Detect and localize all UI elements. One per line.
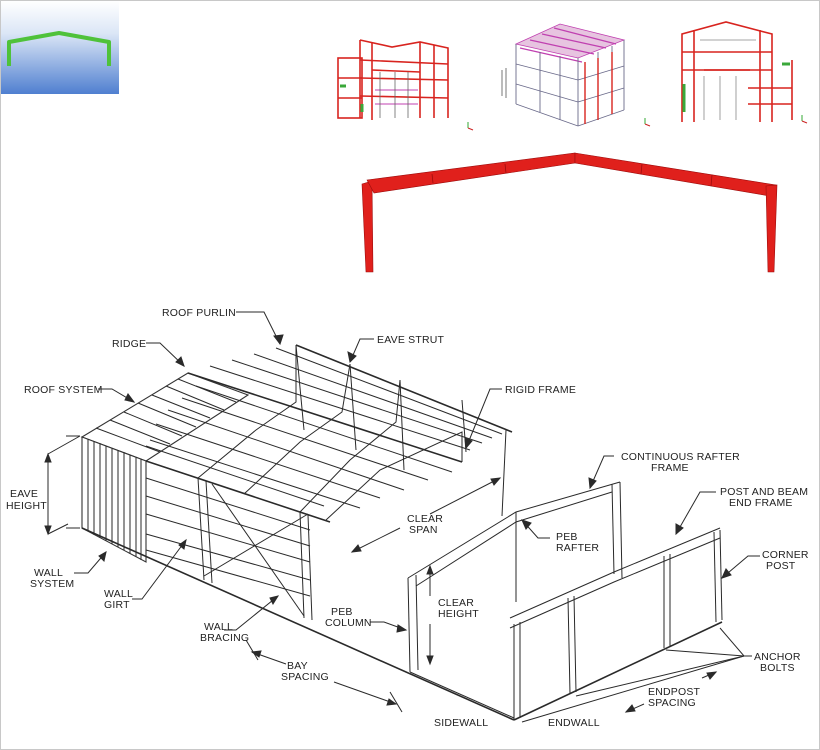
label-endpost-spacing: SPACING <box>648 697 696 709</box>
label-anchor: ANCHOR <box>754 651 801 663</box>
endwall-frame <box>509 527 723 720</box>
endpost-spacing-dimension <box>624 671 718 713</box>
leader-lines <box>74 311 760 723</box>
label-continuous-rafter: CONTINUOUS RAFTER <box>621 451 740 463</box>
diagram-labels: ROOF PURLIN RIDGE EAVE STRUT ROOF SYSTEM… <box>6 307 809 729</box>
label-span: SPAN <box>409 524 438 536</box>
label-clear-height-1: CLEAR <box>438 597 474 609</box>
axis-marker-icon <box>467 115 808 131</box>
label-ridge: RIDGE <box>112 338 146 350</box>
label-rigid-frame: RIGID FRAME <box>505 384 576 396</box>
label-eave-height: HEIGHT <box>6 500 47 512</box>
label-peb-column-2: COLUMN <box>325 617 372 629</box>
label-endpost: ENDPOST <box>648 686 701 698</box>
label-post-and-beam: POST AND BEAM <box>720 486 808 498</box>
label-wall-bracing-2: BRACING <box>200 632 249 644</box>
label-peb: PEB <box>556 531 578 543</box>
label-post: POST <box>766 560 796 572</box>
rigid-frames <box>197 344 507 521</box>
label-end-frame: END FRAME <box>729 497 793 509</box>
wall-bracing <box>203 483 309 617</box>
steel-building-model-1-icon <box>337 39 449 120</box>
label-wall-system-1: WALL <box>34 567 63 579</box>
label-continuous-rafter-frame: FRAME <box>651 462 689 474</box>
sidewall-columns <box>197 477 313 621</box>
clear-span-dimension <box>350 477 502 553</box>
eave-height-dimension <box>44 435 81 536</box>
label-wall-girt-1: WALL <box>104 588 133 600</box>
label-clear: CLEAR <box>407 513 443 525</box>
label-rafter: RAFTER <box>556 542 599 554</box>
peb-column-frame <box>407 481 623 673</box>
sidewall-base-line <box>81 527 515 721</box>
label-peb-column-1: PEB <box>331 606 353 618</box>
label-roof-system: ROOF SYSTEM <box>24 384 103 396</box>
label-corner: CORNER <box>762 549 809 561</box>
label-roof-purlin: ROOF PURLIN <box>162 307 236 319</box>
label-wall-girt-2: GIRT <box>104 599 130 611</box>
ridge-line <box>187 372 463 463</box>
steel-building-model-2-icon <box>501 23 626 127</box>
label-bolts: BOLTS <box>760 662 795 674</box>
label-eave-strut: EAVE STRUT <box>377 334 445 346</box>
portal-frame-thumbnail <box>1 1 119 94</box>
eave-strut-line <box>295 344 513 433</box>
roof-purlins <box>149 347 503 509</box>
label-bay-spacing: SPACING <box>281 671 329 683</box>
label-eave: EAVE <box>10 488 38 500</box>
bay-spacing-dimension <box>245 639 403 713</box>
peb-building-line-drawing <box>80 344 723 721</box>
wall-girts <box>145 477 311 597</box>
steel-building-model-3-icon <box>681 21 793 122</box>
endwall-base-line <box>513 621 723 721</box>
label-wall-bracing-1: WALL <box>204 621 233 633</box>
clear-height-dimension <box>426 564 434 666</box>
red-portal-frame-icon <box>361 152 778 273</box>
label-bay: BAY <box>287 660 308 672</box>
label-sidewall: SIDEWALL <box>434 717 488 729</box>
label-endwall: ENDWALL <box>548 717 600 729</box>
label-clear-height-2: HEIGHT <box>438 608 479 620</box>
label-wall-system-2: SYSTEM <box>30 578 74 590</box>
near-eave-line <box>145 460 331 523</box>
